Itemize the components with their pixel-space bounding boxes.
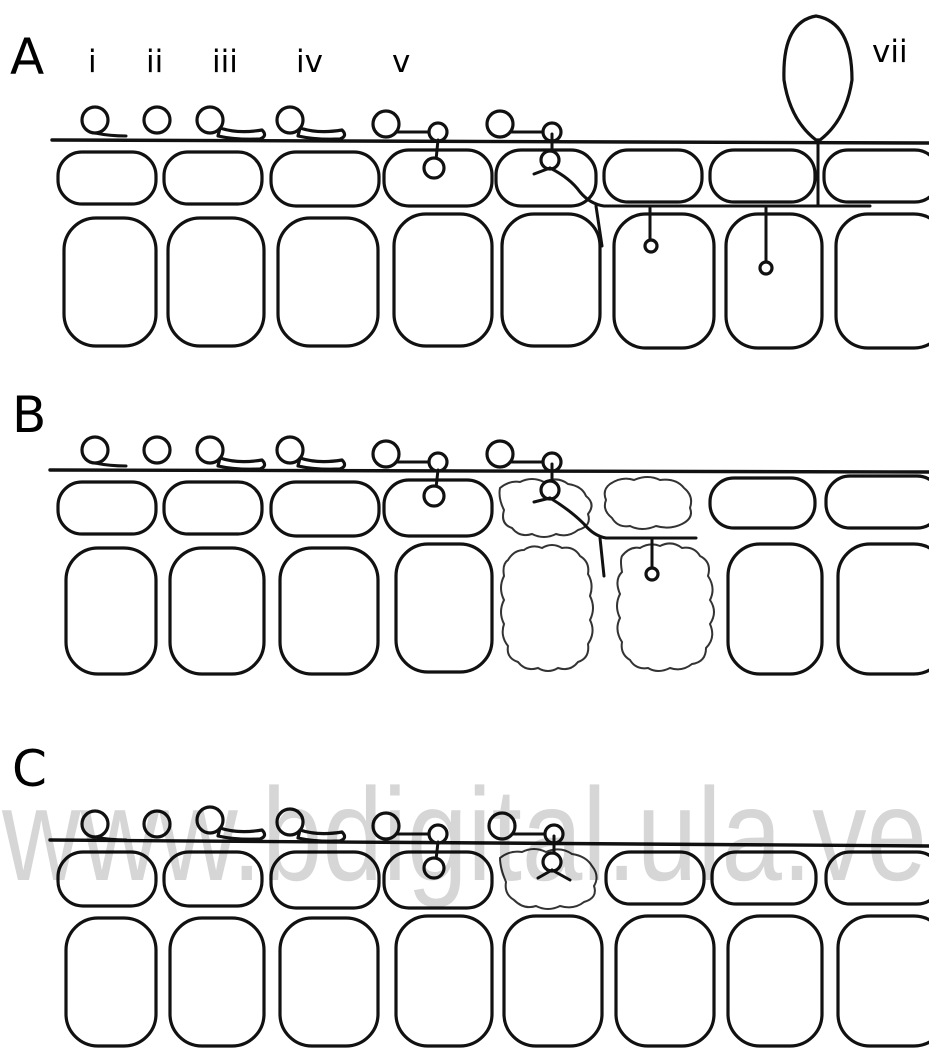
mesophyll-cells bbox=[66, 543, 929, 674]
stage-label-ii: ii bbox=[146, 44, 163, 80]
epidermal-cells bbox=[58, 476, 929, 537]
damaged-epidermal-cell bbox=[605, 477, 691, 529]
panel-label-a: A bbox=[10, 28, 44, 86]
watermark: www.bdigital.ula.ve bbox=[1, 761, 927, 908]
epidermal-cells bbox=[58, 150, 929, 206]
stage-label-vii: vii bbox=[872, 34, 908, 70]
panel-label-b: B bbox=[12, 386, 46, 444]
stage-label-v: v bbox=[392, 44, 410, 80]
cuticle-line bbox=[52, 140, 929, 143]
cuticle-line bbox=[50, 470, 929, 472]
stage-label-iv: iv bbox=[296, 44, 323, 80]
mesophyll-cells bbox=[66, 916, 929, 1046]
panel-a: A i ii iii iv v vi vii bbox=[10, 16, 929, 348]
panel-b: B bbox=[12, 386, 929, 674]
stage-label-iii: iii bbox=[212, 44, 238, 80]
stage-label-i: i bbox=[88, 44, 97, 80]
mesophyll-cells bbox=[64, 214, 929, 348]
damaged-mesophyll-cell bbox=[617, 543, 714, 671]
damaged-mesophyll-cell bbox=[501, 545, 593, 671]
